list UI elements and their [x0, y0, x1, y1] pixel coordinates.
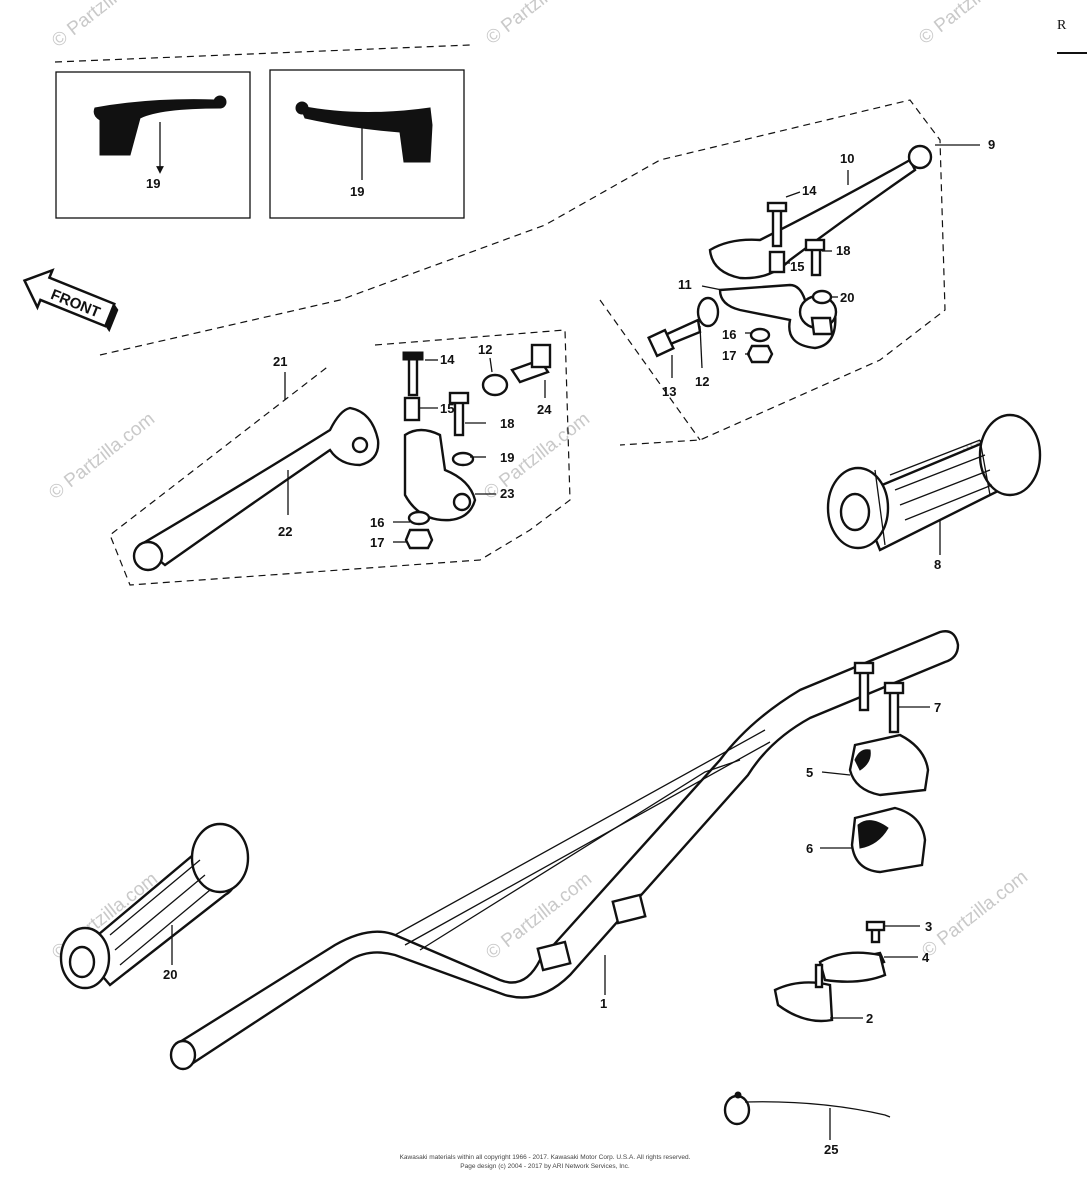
callout-3[interactable]: 3	[925, 919, 932, 934]
watermark: © Partzilla.com	[45, 409, 159, 504]
callout-16-right[interactable]: 16	[722, 327, 736, 342]
watermark: © Partzilla.com	[482, 0, 596, 49]
collar-15	[403, 396, 421, 422]
clutch-lever-22	[137, 406, 380, 567]
bolt-7b	[888, 688, 900, 734]
front-arrow-icon: FRONT	[22, 268, 119, 333]
callout-17-right[interactable]: 17	[722, 348, 736, 363]
callout-24[interactable]: 24	[537, 402, 552, 417]
watermark: © Partzilla.com	[48, 0, 162, 52]
callout-27[interactable]: 19	[350, 184, 364, 199]
callout-20[interactable]: 20	[163, 967, 177, 982]
handlebar-1	[173, 630, 960, 1067]
callout-12-right[interactable]: 12	[695, 374, 709, 389]
callout-18-right[interactable]: 18	[836, 243, 850, 258]
callout-5[interactable]: 5	[806, 765, 813, 780]
footer-line-1: Kawasaki materials within all copyright …	[399, 1154, 691, 1161]
callout-23[interactable]: 23	[500, 486, 514, 501]
washer-19	[451, 451, 475, 467]
nut-17	[404, 528, 434, 550]
wire-25	[723, 1091, 891, 1126]
inset-box-27	[269, 69, 465, 219]
dashed-outline	[54, 44, 946, 446]
callout-16[interactable]: 16	[370, 515, 384, 530]
brake-lever-10	[708, 158, 917, 280]
left-lever-box	[109, 329, 571, 586]
callout-15[interactable]: 15	[440, 401, 454, 416]
washer-16	[407, 510, 431, 526]
callout-17[interactable]: 17	[370, 535, 384, 550]
washer-19-right	[811, 289, 833, 305]
callout-13[interactable]: 13	[662, 384, 676, 399]
right-grip-8	[826, 413, 1042, 552]
callout-8[interactable]: 8	[934, 557, 941, 572]
callout-4[interactable]: 4	[922, 950, 930, 965]
callout-25[interactable]: 25	[824, 1142, 838, 1157]
callout-18[interactable]: 18	[500, 416, 514, 431]
corner-label: R	[1057, 18, 1067, 33]
collar-15-right	[768, 250, 786, 274]
callout-14[interactable]: 14	[440, 352, 455, 367]
callout-26[interactable]: 19	[146, 176, 160, 191]
callout-11[interactable]: 11	[678, 277, 692, 292]
callout-19[interactable]: 19	[500, 450, 514, 465]
callout-10[interactable]: 10	[840, 151, 854, 166]
watermark: © Partzilla.com	[480, 409, 594, 504]
callout-6[interactable]: 6	[806, 841, 813, 856]
callout-22[interactable]: 22	[278, 524, 292, 539]
callout-9[interactable]: 9	[988, 137, 995, 152]
nut-17-right	[746, 344, 774, 364]
inset-box-26	[55, 71, 251, 219]
ring-12-right	[696, 296, 720, 328]
callout-12[interactable]: 12	[478, 342, 492, 357]
callout-7[interactable]: 7	[934, 700, 941, 715]
clamp-2b	[773, 981, 834, 1023]
ring-12	[481, 373, 509, 397]
watermark: © Partzilla.com	[918, 867, 1032, 962]
copyright-footer: Kawasaki materials within all copyright …	[360, 1153, 730, 1171]
callout-15-right[interactable]: 15	[790, 259, 804, 274]
lever-26-shape	[93, 99, 221, 156]
clamp-2a	[818, 951, 887, 983]
lever-holder-11	[718, 283, 837, 350]
callout-14-right[interactable]: 14	[802, 183, 817, 198]
watermark: © Partzilla.com	[915, 0, 1029, 49]
washer-16-right	[749, 327, 771, 343]
bolt-7a	[858, 668, 870, 712]
callout-2[interactable]: 2	[866, 1011, 873, 1026]
footer-line-2: Page design (c) 2004 - 2017 by ARI Netwo…	[460, 1163, 630, 1170]
left-grip-20	[59, 822, 250, 990]
corner-rule	[1057, 52, 1087, 54]
bolt-18	[453, 398, 465, 437]
bolt-14-right	[771, 206, 783, 248]
lever-27-shape	[299, 105, 433, 163]
callout-19-right[interactable]: 20	[840, 290, 854, 305]
callout-1[interactable]: 1	[600, 996, 607, 1011]
bolt-14	[407, 353, 419, 397]
callout-21[interactable]: 21	[273, 354, 287, 369]
